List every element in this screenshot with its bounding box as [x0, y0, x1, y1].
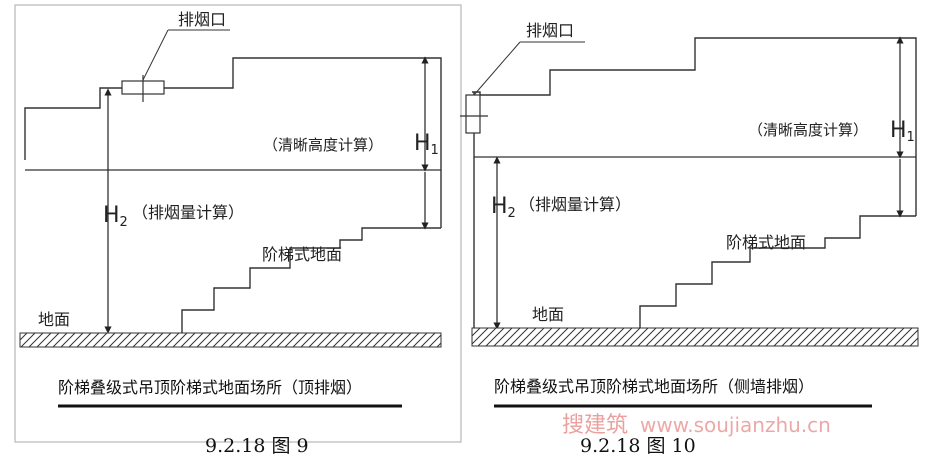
- right-vent: [460, 41, 585, 134]
- left-stair-floor-label: 阶梯式地面: [262, 245, 342, 264]
- right-h2-sub: 2: [508, 206, 516, 221]
- left-h1-sub: 1: [431, 143, 439, 158]
- right-ground-hatch: [471, 327, 919, 347]
- right-h1-letter: H: [890, 118, 907, 143]
- left-h2-sub: 2: [120, 215, 128, 230]
- left-vent: [121, 29, 230, 102]
- right-h1-sub: 1: [907, 130, 915, 145]
- left-panel-frame: [14, 4, 462, 443]
- left-clear-height-label: （清晰高度计算）: [263, 136, 383, 154]
- left-figure-number: 9.2.18 图 9: [205, 435, 309, 457]
- left-caption: 阶梯叠级式吊顶阶梯式地面场所（顶排烟）: [58, 378, 362, 397]
- left-ground-hatch: [19, 332, 442, 348]
- right-stair-floor-label: 阶梯式地面: [726, 233, 806, 252]
- right-vent-label: 排烟口: [526, 21, 574, 40]
- right-ground-label: 地面: [532, 305, 564, 324]
- left-vent-label: 排烟口: [178, 10, 226, 29]
- right-stair-floor: [639, 215, 916, 328]
- right-smoke-calc-label: （排烟量计算）: [519, 195, 631, 214]
- left-h2-letter: H: [103, 203, 120, 228]
- watermark-url: www.soujianzhu.cn: [640, 413, 831, 437]
- left-smoke-calc-label: （排烟量计算）: [132, 203, 244, 222]
- right-caption: 阶梯叠级式吊顶阶梯式地面场所（侧墙排烟）: [494, 377, 814, 396]
- left-ground-label: 地面: [38, 310, 70, 329]
- left-h2-label: H2: [103, 203, 128, 230]
- right-h2-letter: H: [491, 194, 508, 219]
- right-h1-label: H1: [890, 118, 915, 145]
- right-clear-height-label: （清晰高度计算）: [748, 121, 868, 139]
- left-h1-letter: H: [414, 131, 431, 156]
- right-ceiling-outline: [472, 37, 917, 216]
- right-figure-number: 9.2.18 图 10: [580, 435, 696, 457]
- left-stair-floor: [181, 227, 441, 333]
- watermark-cn: 搜建筑: [562, 413, 628, 438]
- left-diagram: 排烟口 （清晰高度计算） H1 H2 （排烟量计算） 阶梯式地面 地面 阶梯叠级…: [14, 4, 462, 443]
- left-ceiling-outline: [24, 57, 442, 228]
- right-h2-label: H2: [491, 194, 516, 221]
- left-h1-label: H1: [414, 131, 439, 158]
- right-diagram: 排烟口 （清晰高度计算） H1 H2 （排烟量计算） 阶梯式地面 地面 阶梯叠级…: [460, 21, 919, 408]
